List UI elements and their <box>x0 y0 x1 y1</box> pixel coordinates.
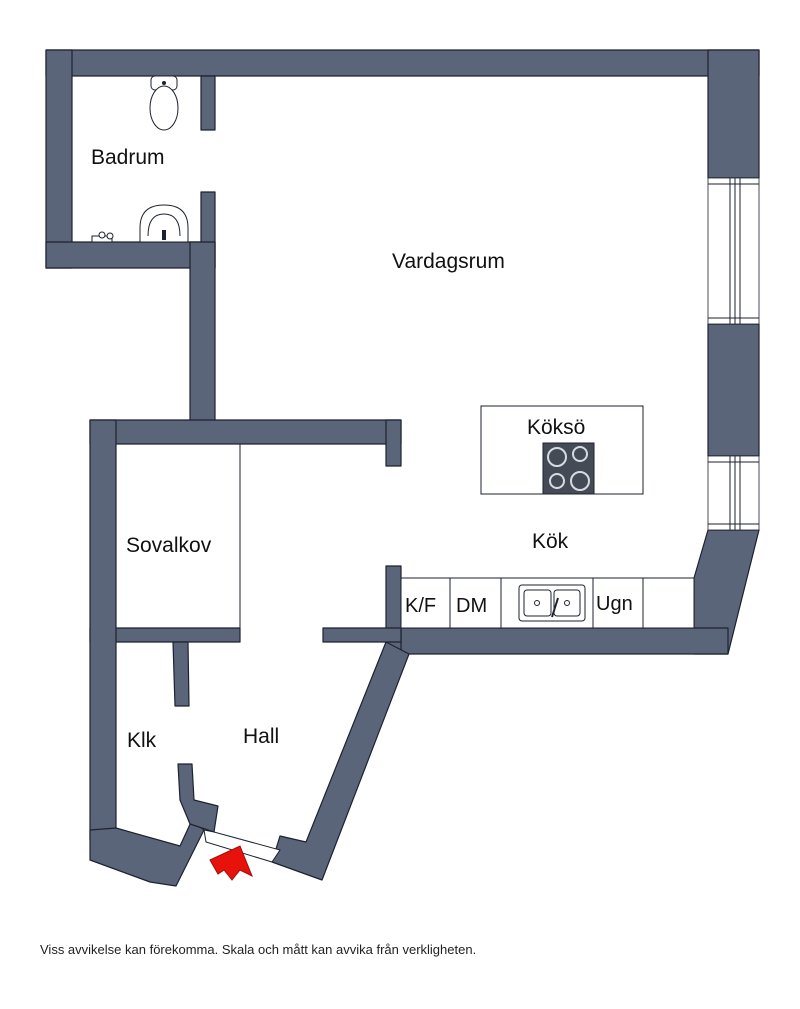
room-label-koksoe: Köksö <box>527 416 585 439</box>
kitchen-island <box>480 405 644 495</box>
wall-hall-top-right <box>322 627 402 643</box>
entrance-arrow-icon <box>209 845 253 881</box>
wall-bath-right-upper <box>200 75 216 131</box>
wall-right-middle <box>707 323 760 457</box>
windows <box>707 177 760 531</box>
wall-klk-partition-upper <box>172 641 190 707</box>
wall-klk-bottom <box>89 819 205 887</box>
wall-hall-diagonal <box>271 641 410 881</box>
faucet-icon <box>91 231 114 243</box>
room-label-vardagsrum: Vardagsrum <box>392 250 505 273</box>
room-label-badrum: Badrum <box>91 146 165 169</box>
stove-icon <box>542 442 595 495</box>
appliance-label-dm: DM <box>456 595 487 617</box>
appliance-label-ugn: Ugn <box>596 593 633 615</box>
wall-sovalkov-top <box>89 419 402 445</box>
room-label-kok: Kök <box>532 530 569 553</box>
wall-right-upper <box>707 49 760 179</box>
room-label-klk: Klk <box>127 729 157 752</box>
sink-icon <box>139 204 189 243</box>
toilet-icon <box>149 75 179 131</box>
wall-left <box>89 419 117 841</box>
wall-klk-partition-lower <box>177 763 219 833</box>
wall-bath-left <box>45 49 73 269</box>
kitchen-sink-icon <box>518 584 586 622</box>
wall-top <box>45 49 760 77</box>
window-lower <box>707 455 760 531</box>
wall-opening-stub <box>385 419 402 467</box>
entrance-door <box>203 829 281 863</box>
window-upper <box>707 177 760 325</box>
room-label-hall: Hall <box>243 725 279 748</box>
disclaimer-text: Viss avvikelse kan förekomma. Skala och … <box>40 942 477 957</box>
kitchen-counter <box>400 577 695 629</box>
walls <box>45 49 760 887</box>
wall-corridor <box>189 241 216 431</box>
appliance-label-kf: K/F <box>405 595 436 617</box>
wall-kitchen-bottom <box>385 627 729 655</box>
sovalkov-outline <box>115 443 241 629</box>
room-label-sovalkov: Sovalkov <box>126 534 212 557</box>
